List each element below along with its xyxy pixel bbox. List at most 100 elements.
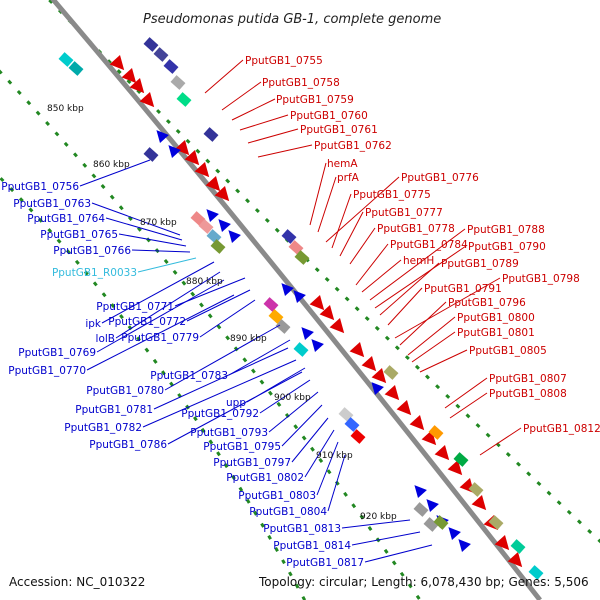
gene-label[interactable]: PputGB1_0807 [489,373,567,385]
gene-label[interactable]: PputGB1_0788 [467,224,545,236]
gene-label[interactable]: PputGB1_0779 [121,332,199,344]
reverse-gene-arrow[interactable] [367,378,384,395]
gene-label[interactable]: hemH [403,255,434,267]
gene-label[interactable]: PputGB1_0765 [40,229,118,241]
gene-feature-block[interactable] [268,309,284,324]
gene-feature-block[interactable] [350,429,366,444]
gene-label[interactable]: PputGB1_0784 [390,239,468,251]
gene-label[interactable]: PputGB1_0786 [89,439,167,451]
gene-feature-block[interactable] [488,515,504,530]
gene-feature-block[interactable] [163,59,179,74]
forward-gene-arrow[interactable] [205,176,226,196]
gene-label[interactable]: PputGB1_0761 [300,124,378,136]
gene-label[interactable]: PputGB1_0766 [53,245,131,257]
reverse-gene-arrow[interactable] [422,495,439,512]
reverse-gene-arrow[interactable] [297,323,314,340]
gene-feature-block[interactable] [170,75,186,90]
gene-feature-block[interactable] [153,47,169,62]
forward-gene-arrow[interactable] [329,318,350,338]
gene-feature-block[interactable] [293,342,309,357]
gene-feature-block[interactable] [58,52,74,67]
gene-label[interactable]: PputGB1_0797 [213,457,291,469]
gene-label[interactable]: PputGB1_0769 [18,347,96,359]
forward-gene-arrow[interactable] [184,150,205,170]
gene-label[interactable]: PputGB1_0790 [468,241,546,253]
gene-label[interactable]: PputGB1_0775 [353,189,431,201]
forward-gene-arrow[interactable] [349,342,370,362]
gene-label[interactable]: PputGB1_0796 [448,297,526,309]
gene-label[interactable]: upp [226,397,246,409]
gene-feature-block[interactable] [210,239,226,254]
forward-gene-arrow[interactable] [434,445,455,465]
gene-label[interactable]: PputGB1_0770 [8,365,86,377]
gene-feature-block[interactable] [198,219,214,234]
gene-label[interactable]: ipk [85,318,102,330]
reverse-gene-arrow[interactable] [214,215,231,232]
gene-label[interactable]: PputGB1_0814 [273,540,351,552]
rna-gene-label[interactable]: PputGB1_R0033 [52,267,137,279]
gene-label[interactable]: PputGB1_0808 [489,388,567,400]
gene-label[interactable]: lolB [96,333,115,345]
gene-label[interactable]: PputGB1_0772 [108,316,186,328]
gene-label[interactable]: PputGB1_0781 [75,404,153,416]
gene-feature-block[interactable] [528,565,544,580]
gene-label[interactable]: PputGB1_0776 [401,172,479,184]
forward-gene-arrow[interactable] [319,305,340,325]
forward-gene-arrow[interactable] [507,552,528,572]
gene-label[interactable]: PputGB1_0789 [441,258,519,270]
gene-feature-block[interactable] [423,517,439,532]
forward-gene-arrow[interactable] [214,186,235,206]
reverse-gene-arrow[interactable] [454,535,471,553]
forward-gene-arrow[interactable] [139,92,160,112]
gene-feature-block[interactable] [206,229,222,244]
forward-gene-arrow[interactable] [129,78,150,98]
forward-gene-arrow[interactable] [309,295,330,315]
gene-feature-block[interactable] [383,365,399,380]
gene-label[interactable]: PputGB1_0763 [13,198,91,210]
gene-feature-block[interactable] [176,92,192,107]
reverse-gene-arrow[interactable] [164,141,181,158]
gene-feature-block[interactable] [281,229,297,244]
gene-label[interactable]: PputGB1_0755 [245,55,323,67]
reverse-gene-arrow[interactable] [444,523,461,540]
gene-label[interactable]: PputGB1_0771 [96,301,174,313]
forward-gene-arrow[interactable] [494,535,515,555]
gene-feature-block[interactable] [203,127,219,142]
gene-label[interactable]: PputGB1_0780 [86,385,164,397]
gene-label[interactable]: hemA [327,158,358,170]
gene-feature-block[interactable] [344,417,360,432]
gene-label[interactable]: PputGB1_0792 [181,408,259,420]
gene-label[interactable]: PputGB1_0756 [1,181,79,193]
forward-gene-arrow[interactable] [384,385,405,405]
gene-label[interactable]: PputGB1_0798 [502,273,580,285]
gene-label[interactable]: PputGB1_0801 [457,327,535,339]
forward-gene-arrow[interactable] [194,162,215,182]
forward-gene-arrow[interactable] [409,415,430,435]
gene-label[interactable]: PputGB1_0778 [377,223,455,235]
forward-gene-arrow[interactable] [447,460,468,480]
reverse-gene-arrow[interactable] [277,279,294,296]
reverse-gene-arrow[interactable] [224,226,241,244]
gene-label[interactable]: PputGB1_0804 [249,506,327,518]
forward-gene-arrow[interactable] [361,356,382,376]
gene-feature-block[interactable] [263,297,279,312]
gene-feature-block[interactable] [453,452,469,467]
gene-label[interactable]: PputGB1_0783 [150,370,228,382]
gene-feature-block[interactable] [275,319,291,334]
gene-label[interactable]: PputGB1_0760 [290,110,368,122]
gene-label[interactable]: PputGB1_0795 [203,441,281,453]
gene-label[interactable]: PputGB1_0791 [424,283,502,295]
reverse-gene-arrow[interactable] [202,205,219,222]
gene-label[interactable]: PputGB1_0758 [262,77,340,89]
forward-gene-arrow[interactable] [471,495,492,515]
gene-label[interactable]: PputGB1_0812 [523,423,600,435]
gene-feature-block[interactable] [413,502,429,517]
forward-gene-arrow[interactable] [371,368,392,388]
gene-label[interactable]: PputGB1_0817 [286,557,364,569]
gene-label[interactable]: PputGB1_0762 [314,140,392,152]
gene-label[interactable]: PputGB1_0782 [64,422,142,434]
gene-feature-block[interactable] [190,211,206,226]
gene-label[interactable]: PputGB1_0803 [238,490,316,502]
gene-label[interactable]: prfA [337,172,360,184]
gene-feature-block[interactable] [143,147,159,162]
